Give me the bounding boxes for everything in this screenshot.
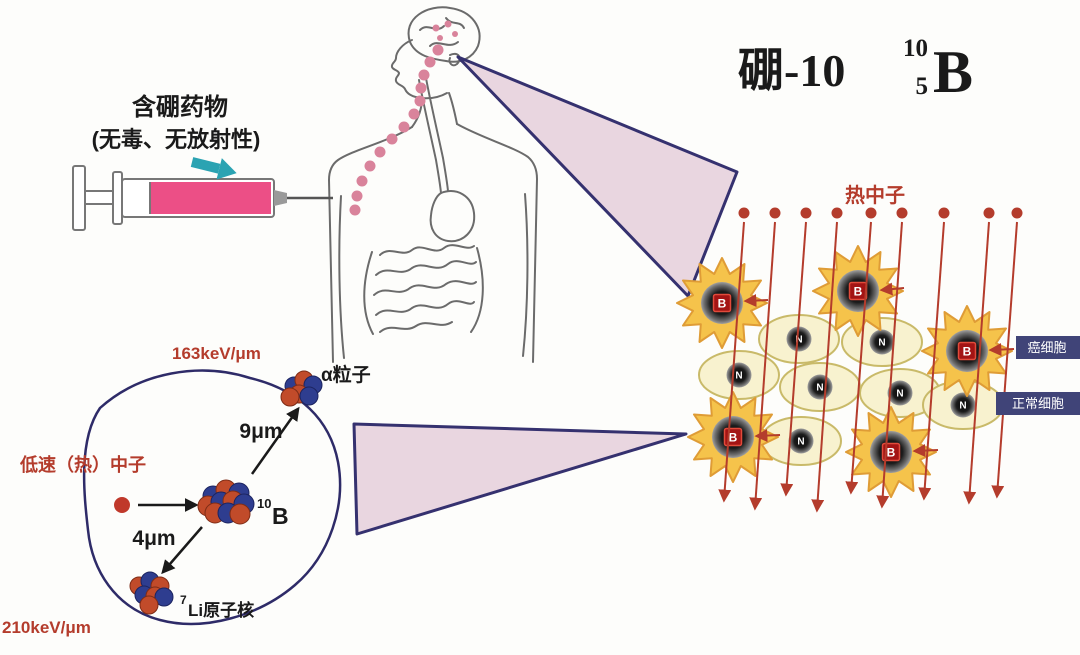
intestine-edge	[363, 251, 374, 335]
intestines	[379, 244, 475, 256]
drug-section: 含硼药物 (无毒、无放射性)	[72, 93, 333, 231]
lithium-path-arrow	[161, 526, 203, 575]
arm-right	[522, 193, 529, 357]
capture-hit-arrows	[743, 282, 1015, 458]
neutron-beam-arrows	[718, 221, 1018, 513]
magnify-cone-head-to-cells	[456, 55, 739, 298]
magnify-cone-cell-to-reaction	[352, 422, 688, 536]
cancer-cell-tag: 癌细胞	[1027, 340, 1066, 355]
isotope-name: 硼-10	[738, 45, 845, 96]
normal-cell	[698, 350, 780, 400]
alpha-range-label: 9μm	[239, 420, 282, 443]
torso-right	[456, 123, 539, 363]
normal-cell	[760, 416, 842, 466]
arm-left	[338, 195, 345, 359]
neutron-particle	[114, 497, 130, 513]
intestines	[375, 300, 475, 316]
lithium-energy-label: 210keV/μm	[2, 618, 91, 637]
boron-mass-sup: 10	[257, 496, 271, 511]
drug-trail-dots	[349, 20, 458, 216]
beam-label: 热中子	[845, 183, 905, 207]
isotope-title: 硼-10 10 5 B	[738, 35, 973, 105]
drug-property-label: (无毒、无放射性)	[92, 127, 261, 152]
ear	[448, 52, 461, 67]
lithium-mass-sup: 7	[180, 593, 187, 607]
brain-squiggle	[429, 41, 459, 47]
drug-name-label: 含硼药物	[132, 93, 228, 121]
neck-right	[448, 92, 458, 125]
mass-number: 10	[903, 35, 928, 62]
brain-outline	[407, 6, 481, 63]
intestines	[373, 280, 477, 296]
injection-arrow-icon	[190, 157, 237, 180]
neutron-dots	[738, 207, 1023, 219]
boron10-nucleus	[197, 479, 255, 525]
intestines	[379, 321, 453, 333]
intestines	[375, 260, 477, 276]
cell-legend: 癌细胞 正常细胞	[996, 336, 1080, 415]
human-body-illustration	[327, 6, 539, 363]
intestine-edge	[470, 247, 484, 333]
neutron-beam: 热中子	[718, 183, 1023, 513]
alpha-particle-label: α粒子	[321, 363, 371, 386]
brain-squiggle	[445, 17, 465, 29]
stomach	[429, 190, 476, 243]
lithium-nucleus-cluster	[129, 571, 174, 615]
cell-membrane-outline	[82, 369, 342, 626]
alpha-particle-cluster	[280, 370, 323, 407]
normal-cell-tag-bg	[996, 392, 1080, 415]
normal-cell-tag: 正常细胞	[1012, 396, 1064, 411]
lithium-range-label: 4μm	[132, 527, 175, 550]
incident-neutron-label: 低速（热）中子	[19, 454, 146, 475]
element-symbol: B	[933, 39, 973, 105]
atomic-number: 5	[916, 73, 929, 100]
esophagus	[425, 77, 449, 192]
syringe-icon	[72, 165, 333, 231]
cancer-cell-tag-bg	[1016, 336, 1080, 359]
brain-squiggle	[419, 25, 445, 31]
boron-symbol: B	[272, 503, 289, 529]
alpha-energy-label: 163keV/μm	[172, 344, 261, 363]
lithium-nucleus-label: Li原子核	[188, 600, 254, 620]
alpha-path-arrow	[250, 406, 300, 475]
cancer-cell	[845, 406, 937, 498]
cancer-cell	[687, 391, 779, 483]
reaction-cell: 163keV/μm α粒子 210keV/μm 低速（热）中子 10 B 9μm…	[2, 344, 371, 637]
